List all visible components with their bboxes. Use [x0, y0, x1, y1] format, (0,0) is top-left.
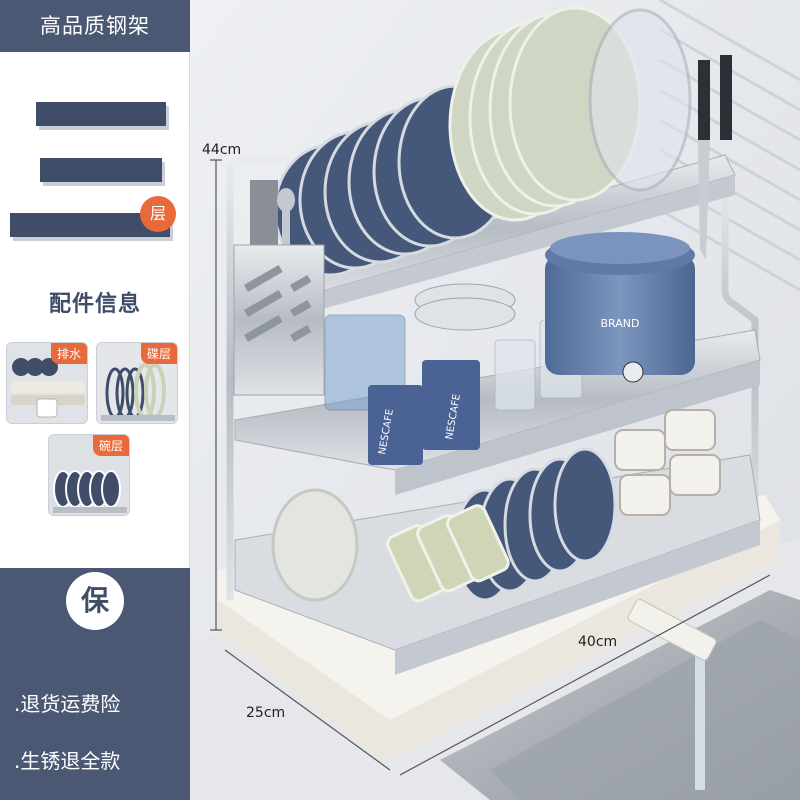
thumbnail-bowl-layer[interactable]: 碗层 — [48, 434, 130, 516]
drain-spout — [627, 598, 717, 661]
cups-middle: NESCAFE NESCAFE — [368, 360, 480, 465]
thumbnail-plate-layer[interactable]: 碟层 — [96, 342, 178, 424]
pot-lid — [588, 8, 692, 192]
dimension-width: 40cm — [578, 634, 618, 650]
guarantee-badge: 保 — [66, 572, 124, 630]
spec-sidebar: 高品质钢架 层 配件信息 排水 碟层 — [0, 0, 190, 800]
thumbnail-drain[interactable]: 排水 — [6, 342, 88, 424]
plate-layer-icon — [97, 343, 177, 423]
thumbnail-label-bowl-layer: 碗层 — [92, 435, 129, 456]
guarantee-return-shipping: .退货运费险 — [14, 692, 121, 716]
middle-bowls — [414, 283, 516, 331]
water-stream — [695, 640, 705, 790]
tier-bar-1 — [36, 102, 166, 126]
thumbnail-label-drain: 排水 — [50, 343, 87, 364]
cooking-pot: BRAND — [545, 232, 695, 383]
sidebar-title: 高品质钢架 — [0, 0, 190, 52]
guarantee-rust-refund: .生锈退全款 — [14, 749, 121, 773]
top-plates — [273, 6, 692, 277]
tier-bar-2 — [40, 158, 162, 182]
dimension-lines — [210, 159, 771, 776]
dimension-height: 44cm — [202, 142, 242, 158]
thumbnail-label-plate-layer: 碟层 — [140, 343, 177, 364]
tier-badge: 层 — [140, 196, 176, 232]
knives — [698, 55, 732, 260]
pot-brand-text: BRAND — [601, 317, 640, 330]
bottom-bowls — [271, 447, 617, 603]
product-photo: NESCAFE NESCAFE BRAND — [190, 0, 800, 800]
tea-cups — [614, 409, 721, 516]
utensil-holder — [233, 180, 325, 396]
dimension-depth: 25cm — [246, 705, 286, 721]
accessory-info-heading: 配件信息 — [48, 292, 141, 317]
dish-rack-illustration: NESCAFE NESCAFE BRAND — [190, 0, 800, 800]
